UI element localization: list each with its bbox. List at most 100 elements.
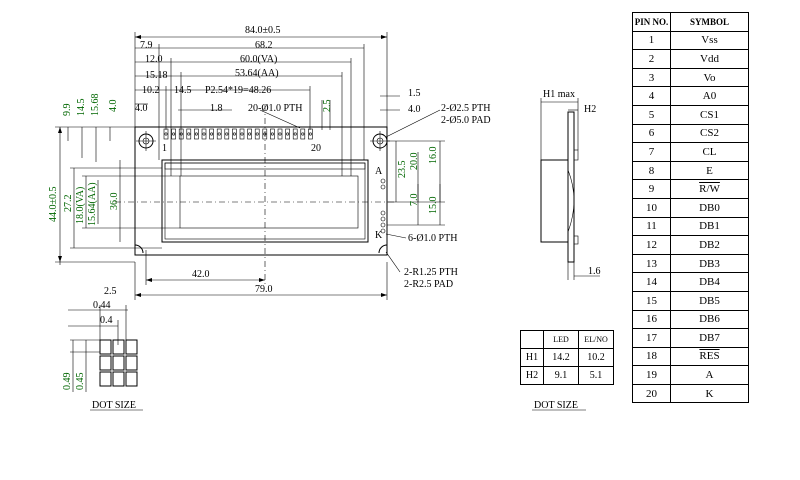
dim-42-0: 42.0: [192, 269, 210, 280]
pin-pad: [216, 128, 222, 140]
dim-pin-holes: 20-Ø1.0 PTH: [248, 103, 302, 114]
dot-cell: [112, 371, 125, 387]
pin-pad: [232, 128, 237, 140]
callout-r-pad: 2-R2.5 PAD: [404, 279, 453, 290]
dimension-lines-top: [134, 32, 400, 176]
dim-18-va: 18.0(VA): [75, 187, 86, 224]
dim-15-64-aa: 15.64(AA): [87, 182, 98, 226]
pin-pad: [300, 128, 306, 140]
callout-pad-hole: 2-Ø5.0 PAD: [441, 115, 491, 126]
table-row: H2 9.1 5.1: [520, 366, 614, 385]
dim-53-64-aa: 53.64(AA): [235, 68, 279, 79]
pin-number: 20: [632, 383, 671, 404]
side-lcd-curve: [567, 169, 575, 233]
side-h1-label: H1 max: [543, 89, 575, 100]
dot-size-caption-left: DOT SIZE: [92, 400, 136, 411]
pin-symbol: DB4: [670, 272, 749, 292]
pin-pad: [292, 128, 298, 140]
mounting-hole-left: [136, 131, 156, 151]
pin-number: 4: [632, 86, 671, 106]
dimension-arrows: [58, 35, 387, 297]
dimension-lines-right: [387, 140, 445, 226]
pin-pad: [163, 128, 169, 140]
pin-symbol: CS1: [670, 104, 749, 125]
dim-68-2: 68.2: [255, 40, 273, 51]
pin-symbol: R/W: [670, 179, 749, 199]
bl-header-empty: [520, 330, 544, 349]
pin-number: 18: [632, 346, 671, 367]
pin-symbol: DB5: [670, 290, 749, 311]
pin-number: 8: [632, 160, 671, 181]
pin-symbol: Vo: [670, 67, 749, 88]
table-row: H1 14.2 10.2: [520, 348, 614, 367]
dot-cell: [99, 355, 112, 371]
pin-symbol: CS2: [670, 123, 749, 144]
pin-number: 2: [632, 49, 671, 69]
callout-6-pth: 6-Ø1.0 PTH: [408, 233, 457, 244]
pin-symbol: A: [670, 365, 749, 385]
notch-bottom-left: [134, 244, 144, 254]
bl-cell: 9.1: [543, 366, 579, 385]
pin-symbol: DB3: [670, 253, 749, 274]
side-tab-top: [573, 149, 579, 161]
bl-cell: 5.1: [578, 366, 614, 385]
side-h2-label: H2: [584, 104, 596, 115]
pin-symbol: DB7: [670, 328, 749, 348]
pin-pad: [247, 128, 252, 140]
pin-pad: [186, 128, 192, 140]
pin-symbol: E: [670, 160, 749, 181]
dot-size-caption-right: DOT SIZE: [534, 400, 578, 411]
side-view: H1 max H2 1.6: [540, 89, 601, 280]
pin-number: 14: [632, 272, 671, 292]
backlight-table: LED EL/NO H1 14.2 10.2 H2 9.1 5.1: [520, 330, 614, 385]
pin-pad: [194, 128, 199, 140]
pin-symbol: DB6: [670, 309, 749, 330]
dim-15-18: 15.18: [145, 70, 168, 81]
dimension-lines-left: [55, 126, 180, 265]
dim-4-0-right: 4.0: [408, 104, 421, 115]
pin-label-20: 20: [311, 143, 321, 154]
dot-pitch-v: 0.49: [62, 373, 73, 391]
dim-15-0: 15.0: [428, 197, 439, 215]
pin-symbol: RES: [670, 346, 749, 367]
bl-cell: 14.2: [543, 348, 579, 367]
dim-4-0-vert: 4.0: [108, 100, 119, 113]
bl-cell: 10.2: [578, 348, 614, 367]
pin-number: 19: [632, 365, 671, 385]
dot-size-right: DOT SIZE: [532, 400, 586, 411]
dim-23-5: 23.5: [397, 161, 408, 179]
pin-pad: [224, 128, 230, 140]
pin-pad: [285, 128, 290, 140]
pcb-outline: [134, 126, 388, 256]
pin-pad: [171, 128, 176, 140]
dim-10-2: 10.2: [142, 85, 160, 96]
dim-pitch: P2.54*19=48.26: [205, 85, 271, 96]
pin-pad: [308, 128, 313, 140]
pin-number: 1: [632, 30, 671, 51]
dim-15-68: 15.68: [90, 94, 101, 117]
pin-number: 5: [632, 104, 671, 125]
pin-number: 3: [632, 67, 671, 88]
pin-number: 9: [632, 179, 671, 199]
pin-number: 13: [632, 253, 671, 274]
pin-label-1: 1: [162, 143, 167, 154]
dim-14-5: 14.5: [174, 85, 192, 96]
dot-cell: [112, 355, 125, 371]
pin-number: 10: [632, 197, 671, 218]
pin-label-a: A: [375, 166, 383, 177]
bl-header-el: EL/NO: [578, 330, 614, 349]
